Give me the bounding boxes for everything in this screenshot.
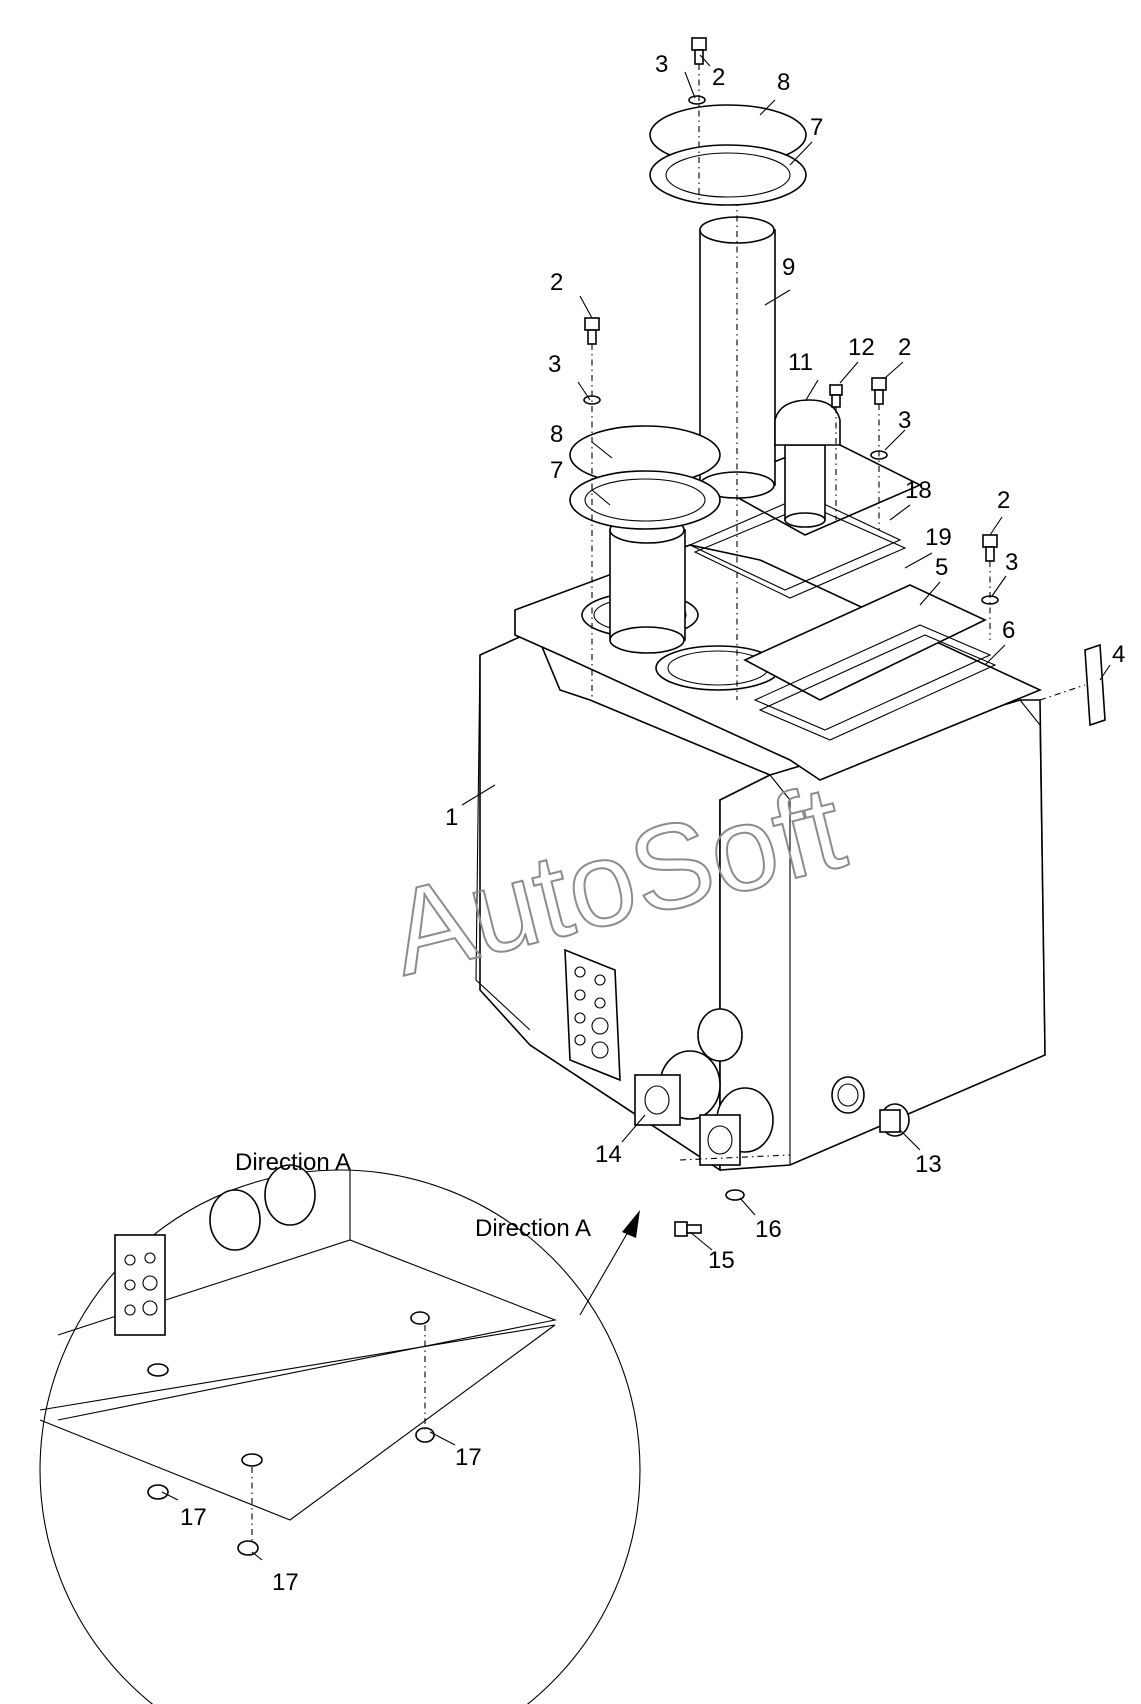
callout-1: 1 — [445, 804, 458, 831]
callout-3-mid: 3 — [898, 407, 911, 434]
callout-18: 18 — [905, 477, 932, 504]
bolt-15 — [674, 1221, 702, 1237]
cover-8-top — [649, 104, 807, 206]
bolt-2-left — [583, 317, 601, 700]
callout-12: 12 — [848, 334, 875, 361]
filter-cylinder-9 — [699, 200, 776, 700]
bracket-4 — [1039, 643, 1106, 727]
callout-4: 4 — [1112, 641, 1125, 668]
callout-14: 14 — [595, 1141, 622, 1168]
callout-16: 16 — [755, 1216, 782, 1243]
direction-arrow — [579, 1210, 640, 1316]
callout-labels: 2 3 8 7 9 2 3 8 7 11 12 2 3 18 19 2 3 5 … — [180, 51, 1125, 1596]
bolt-12 — [829, 384, 843, 520]
callout-5: 5 — [935, 554, 948, 581]
callout-17-a: 17 — [455, 1444, 482, 1471]
detail-view-title: Direction A — [235, 1149, 351, 1176]
flange-14 — [634, 1008, 791, 1166]
callout-2-right: 2 — [997, 487, 1010, 514]
callout-2-mid: 2 — [898, 334, 911, 361]
plug-13 — [831, 1076, 910, 1137]
direction-arrow-caption: Direction A — [475, 1215, 591, 1242]
bolt-2-right — [981, 534, 999, 640]
callout-2-left: 2 — [550, 269, 563, 296]
callout-2-top: 2 — [712, 64, 725, 91]
callout-13: 13 — [915, 1151, 942, 1178]
callout-11: 11 — [788, 349, 813, 376]
cover-8-left — [569, 425, 721, 530]
callout-7-top: 7 — [810, 114, 823, 141]
breather-11 — [774, 399, 841, 528]
washer-16 — [725, 1189, 745, 1201]
callout-15: 15 — [708, 1247, 735, 1274]
detail-view-circle — [39, 1164, 641, 1704]
bolt-2-mid — [870, 377, 888, 530]
port-panel — [564, 948, 621, 1082]
callout-8-top: 8 — [777, 69, 790, 96]
callout-17-c: 17 — [272, 1569, 299, 1596]
callout-19: 19 — [925, 524, 952, 551]
cover-plate-5 — [743, 584, 997, 741]
callout-17-b: 17 — [180, 1504, 207, 1531]
leader-lines — [161, 54, 1111, 1561]
callout-3-left: 3 — [548, 351, 561, 378]
callout-8-left: 8 — [550, 421, 563, 448]
filter-cylinder-left — [609, 516, 686, 654]
bolt-2-top — [688, 37, 707, 200]
callout-7-left: 7 — [550, 457, 563, 484]
callout-3-top: 3 — [655, 51, 668, 78]
callout-9: 9 — [782, 254, 795, 281]
callout-3-right: 3 — [1005, 549, 1018, 576]
tank-body — [475, 628, 1046, 1172]
callout-6: 6 — [1002, 617, 1015, 644]
